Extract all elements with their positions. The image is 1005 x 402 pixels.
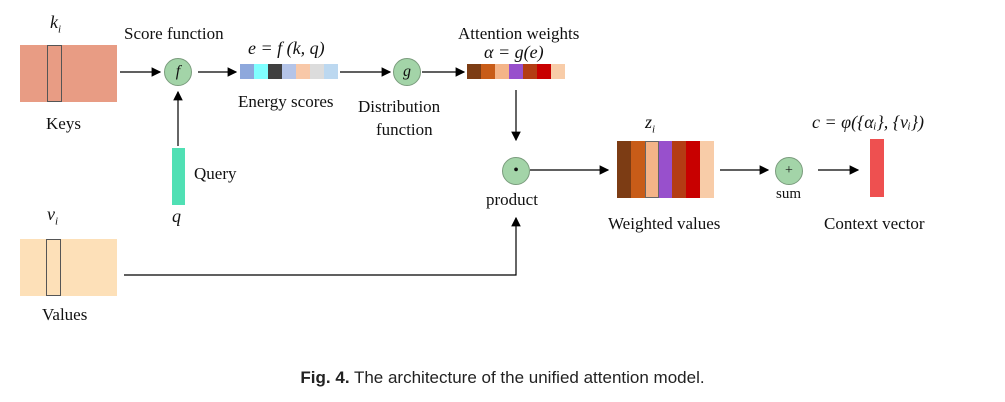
weighted-values-matrix [617, 141, 715, 198]
energy-score-cell [254, 64, 268, 79]
product-node: • [502, 157, 530, 185]
sum-node: + [775, 157, 803, 185]
figure-caption: Fig. 4. The architecture of the unified … [0, 368, 1005, 388]
attention-weight-cell [467, 64, 481, 79]
plus-icon: + [785, 163, 793, 178]
values-label: Values [42, 305, 88, 324]
arrow-values-to-product [124, 216, 521, 276]
attention-weights-label: Attention weights [458, 24, 580, 43]
keys-symbol: ki [50, 12, 62, 36]
attention-weight-cell [551, 64, 565, 79]
energy-score-cell [240, 64, 254, 79]
weighted-symbol: zi [645, 112, 656, 136]
values-matrix [20, 239, 117, 296]
weighted-value-cell [672, 141, 687, 198]
weighted-value-cell [630, 141, 645, 198]
attention-weight-cell [537, 64, 551, 79]
context-formula: c = φ({αᵢ}, {vᵢ}) [812, 112, 925, 132]
query-vector [172, 148, 185, 205]
context-vector-label: Context vector [824, 214, 925, 233]
energy-formula: e = f (k, q) [248, 38, 325, 58]
query-symbol: q [172, 206, 181, 226]
weighted-column-highlight [645, 141, 659, 198]
f-symbol: f [175, 63, 181, 80]
distribution-label-line1: Distribution [358, 97, 441, 116]
caption-text: The architecture of the unified attentio… [349, 368, 705, 387]
energy-scores-vector [240, 64, 338, 79]
key-column-highlight [47, 45, 62, 102]
weighted-value-cell [617, 141, 631, 198]
attention-weights-vector [467, 64, 565, 79]
distribution-function-node: g [393, 58, 421, 86]
product-label: product [486, 190, 538, 209]
attention-weight-cell [481, 64, 495, 79]
dot-product-icon: • [513, 162, 519, 179]
energy-score-cell [296, 64, 310, 79]
score-function-node: f [164, 58, 192, 86]
attention-weight-cell [495, 64, 509, 79]
context-vector [870, 139, 884, 197]
keys-matrix [20, 45, 117, 102]
energy-score-cell [324, 64, 338, 79]
value-column-highlight [46, 239, 61, 296]
keys-label: Keys [46, 114, 81, 133]
energy-scores-label: Energy scores [238, 92, 334, 111]
distribution-label-line2: function [376, 120, 433, 139]
values-symbol: vi [47, 204, 59, 228]
weighted-value-cell [686, 141, 701, 198]
weighted-value-cell [700, 141, 715, 198]
score-function-label: Score function [124, 24, 224, 43]
caption-label: Fig. 4. [300, 368, 350, 387]
g-symbol: g [403, 63, 411, 80]
query-label: Query [194, 164, 237, 183]
weighted-value-cell [644, 141, 659, 198]
weighted-values-label: Weighted values [608, 214, 721, 233]
attention-formula: α = g(e) [484, 42, 544, 62]
weighted-value-cell [658, 141, 673, 198]
energy-score-cell [310, 64, 324, 79]
attention-weight-cell [509, 64, 523, 79]
energy-score-cell [282, 64, 296, 79]
attention-weight-cell [523, 64, 537, 79]
energy-score-cell [268, 64, 282, 79]
sum-label: sum [776, 186, 802, 202]
